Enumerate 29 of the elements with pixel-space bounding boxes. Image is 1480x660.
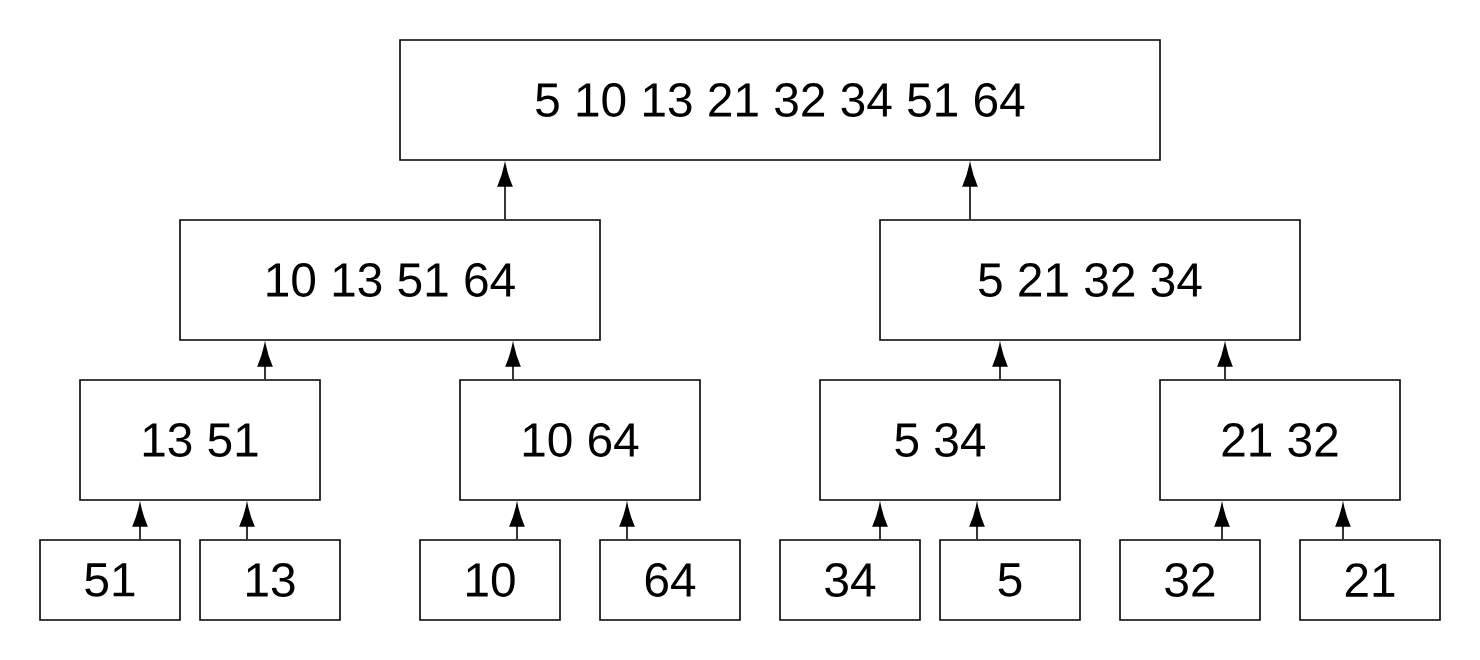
merge-box: 5 21 32 34 [879,219,1301,341]
merge-box: 34 [779,539,921,621]
merge-box: 51 [39,539,181,621]
arrow [1214,503,1230,540]
merge-box: 21 32 [1159,379,1401,501]
merge-box: 13 51 [79,379,321,501]
arrow [497,163,513,220]
merge-box: 13 [199,539,341,621]
merge-box: 5 [939,539,1081,621]
merge-box: 10 13 51 64 [179,219,601,341]
arrow [1335,503,1351,540]
merge-box: 10 [419,539,561,621]
merge-box: 21 [1299,539,1441,621]
arrow [969,503,985,540]
arrow [992,343,1008,380]
arrow [239,503,255,540]
arrow [1217,343,1233,380]
arrow [132,503,148,540]
merge-box: 5 10 13 21 32 34 51 64 [399,39,1161,161]
arrow [872,503,888,540]
arrow [505,343,521,380]
merge-box: 5 34 [819,379,1061,501]
merge-box: 64 [599,539,741,621]
arrow [257,343,273,380]
arrow [509,503,525,540]
arrow [962,163,978,220]
arrow [619,503,635,540]
merge-box: 10 64 [459,379,701,501]
merge-box: 32 [1119,539,1261,621]
